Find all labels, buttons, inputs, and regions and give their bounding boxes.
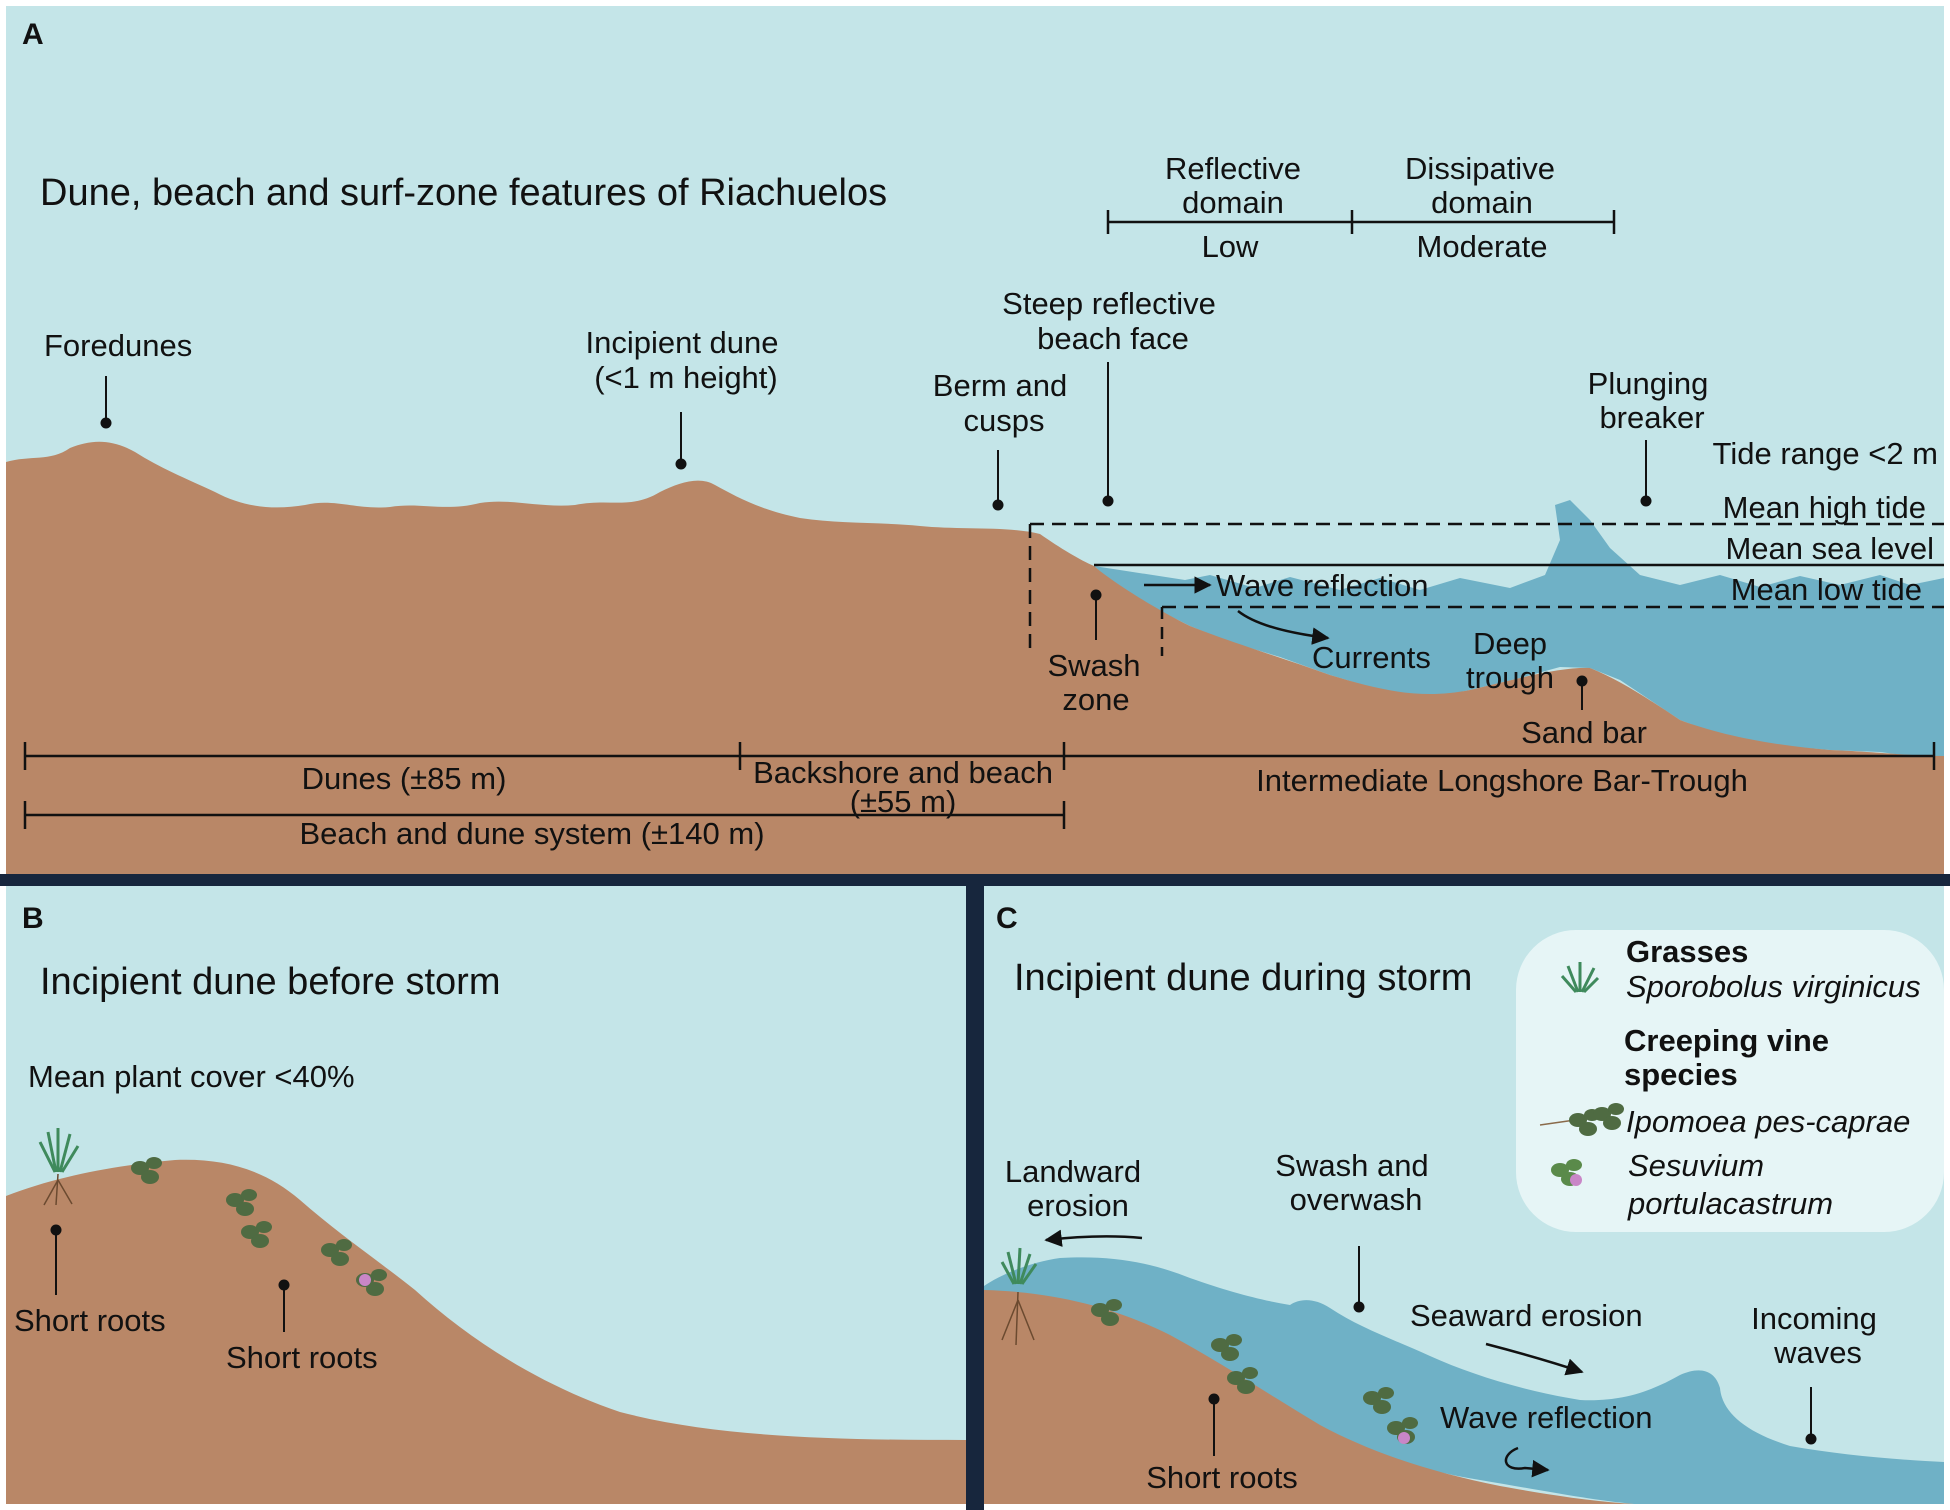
- panel-a-letter: A: [22, 18, 44, 51]
- plunging-dot: [1640, 495, 1652, 507]
- panel-c-sand: [984, 1290, 1634, 1504]
- plunging-label-1: Plunging: [1588, 366, 1709, 401]
- incoming-waves-dot: [1805, 1433, 1817, 1445]
- mean-low-tide-label: Mean low tide: [1731, 572, 1922, 607]
- legend-box: [1516, 930, 1944, 1232]
- reflective-level: Low: [1202, 229, 1259, 264]
- swash-zone-label-1: Swash: [1047, 648, 1140, 683]
- dunes-range-label: Dunes (±85 m): [302, 761, 507, 796]
- currents-arrow: [1237, 610, 1330, 645]
- panel-a: A Dune, beach and surf-zone features of …: [6, 6, 1944, 874]
- panel-c-water: [984, 1257, 1944, 1504]
- deep-trough-label-1: Deep: [1473, 626, 1547, 661]
- short-roots-b-label-2: Short roots: [226, 1340, 378, 1375]
- backshore-label-1: Backshore and beach: [753, 755, 1053, 790]
- panel-b-sand: [6, 1159, 966, 1504]
- succulent-icon: [1551, 1159, 1582, 1186]
- short-roots-c-dot: [1208, 1393, 1220, 1405]
- panel-a-title: Dune, beach and surf-zone features of Ri…: [40, 172, 887, 214]
- panel-b: B Incipient dune before storm Mean plant…: [6, 886, 966, 1504]
- dissipative-level: Moderate: [1417, 229, 1548, 264]
- legend-grasses-species: Sporobolus virginicus: [1626, 969, 1921, 1004]
- legend-sesuvium-1: Sesuvium: [1628, 1148, 1764, 1183]
- panel-a-water: [1094, 500, 1944, 756]
- currents-label: Currents: [1312, 640, 1431, 675]
- seaward-erosion-label: Seaward erosion: [1410, 1298, 1643, 1333]
- swash-zone-label-2: zone: [1062, 682, 1129, 717]
- backshore-label-2: (±55 m): [850, 784, 957, 819]
- steep-face-label-1: Steep reflective: [1002, 286, 1216, 321]
- steep-face-dot: [1102, 495, 1114, 507]
- grass-tuft-c: [1000, 1247, 1038, 1285]
- intermediate-label: Intermediate Longshore Bar-Trough: [1256, 763, 1748, 798]
- wave-reflection-label: Wave reflection: [1216, 568, 1429, 603]
- berm-label-1: Berm and: [933, 368, 1067, 403]
- flower-c: [1398, 1432, 1410, 1444]
- short-roots-b-label-1: Short roots: [14, 1303, 166, 1338]
- incipient-dune-dot: [675, 458, 687, 470]
- roots-c: [1001, 1291, 1035, 1346]
- vertical-divider: [966, 874, 984, 1510]
- swash-overwash-dot: [1353, 1301, 1365, 1313]
- steep-face-label-2: beach face: [1037, 321, 1189, 356]
- short-roots-c-label: Short roots: [1146, 1460, 1298, 1495]
- legend-vine-heading-2: species: [1624, 1057, 1738, 1092]
- sand-bar-label: Sand bar: [1521, 715, 1647, 750]
- panel-c-letter: C: [996, 902, 1018, 935]
- panel-c-title: Incipient dune during storm: [1014, 957, 1472, 999]
- incoming-waves-label-2: waves: [1773, 1335, 1862, 1370]
- panel-a-sand: [6, 441, 1944, 874]
- tide-range-label: Tide range <2 m: [1713, 436, 1938, 471]
- sand-bar-dot: [1576, 675, 1588, 687]
- flower-b: [359, 1274, 371, 1286]
- landward-label-1: Landward: [1005, 1154, 1141, 1189]
- deep-trough-label-2: trough: [1466, 660, 1554, 695]
- grass-icon: [1560, 962, 1600, 994]
- foredunes-dot: [100, 417, 112, 429]
- seaward-erosion-arrow: [1485, 1342, 1584, 1376]
- wave-reflection-c-arrow: [1504, 1446, 1550, 1478]
- landward-erosion-arrow: [1044, 1229, 1143, 1247]
- landward-label-2: erosion: [1027, 1188, 1129, 1223]
- incipient-dune-label-2: (<1 m height): [594, 360, 778, 395]
- vine-icon: [1539, 1103, 1624, 1136]
- dissipative-label-1: Dissipative: [1405, 151, 1555, 186]
- legend-ipomoea: Ipomoea pes-caprae: [1626, 1104, 1910, 1139]
- incipient-dune-label-1: Incipient dune: [585, 325, 778, 360]
- roots-b-1: [43, 1173, 73, 1206]
- reflective-label-1: Reflective: [1165, 151, 1301, 186]
- dissipative-label-2: domain: [1431, 185, 1533, 220]
- grass-tuft-b: [38, 1128, 80, 1173]
- swash-overwash-label-2: overwash: [1290, 1182, 1423, 1217]
- mean-high-tide-label: Mean high tide: [1723, 490, 1926, 525]
- plunging-label-2: breaker: [1599, 400, 1704, 435]
- foredunes-label: Foredunes: [44, 328, 192, 363]
- swash-zone-dot: [1090, 589, 1102, 601]
- incoming-waves-label-1: Incoming: [1751, 1301, 1877, 1336]
- legend-sesuvium-2: portulacastrum: [1627, 1186, 1833, 1221]
- wave-reflection-c-label: Wave reflection: [1440, 1400, 1653, 1435]
- legend-grasses-heading: Grasses: [1626, 934, 1748, 969]
- panel-b-title: Incipient dune before storm: [40, 961, 501, 1003]
- mean-sea-level-label: Mean sea level: [1725, 531, 1934, 566]
- plant-cover-label: Mean plant cover <40%: [28, 1059, 355, 1094]
- panel-c: C Incipient dune during storm Landward e…: [984, 886, 1944, 1504]
- legend-vine-heading-1: Creeping vine: [1624, 1023, 1829, 1058]
- berm-label-2: cusps: [964, 403, 1045, 438]
- system-range-label: Beach and dune system (±140 m): [299, 816, 764, 851]
- short-roots-b-dot-1: [50, 1224, 62, 1236]
- berm-dot: [992, 499, 1004, 511]
- short-roots-b-dot-2: [278, 1279, 290, 1291]
- panel-b-letter: B: [22, 902, 44, 935]
- reflective-label-2: domain: [1182, 185, 1284, 220]
- swash-overwash-label-1: Swash and: [1275, 1148, 1428, 1183]
